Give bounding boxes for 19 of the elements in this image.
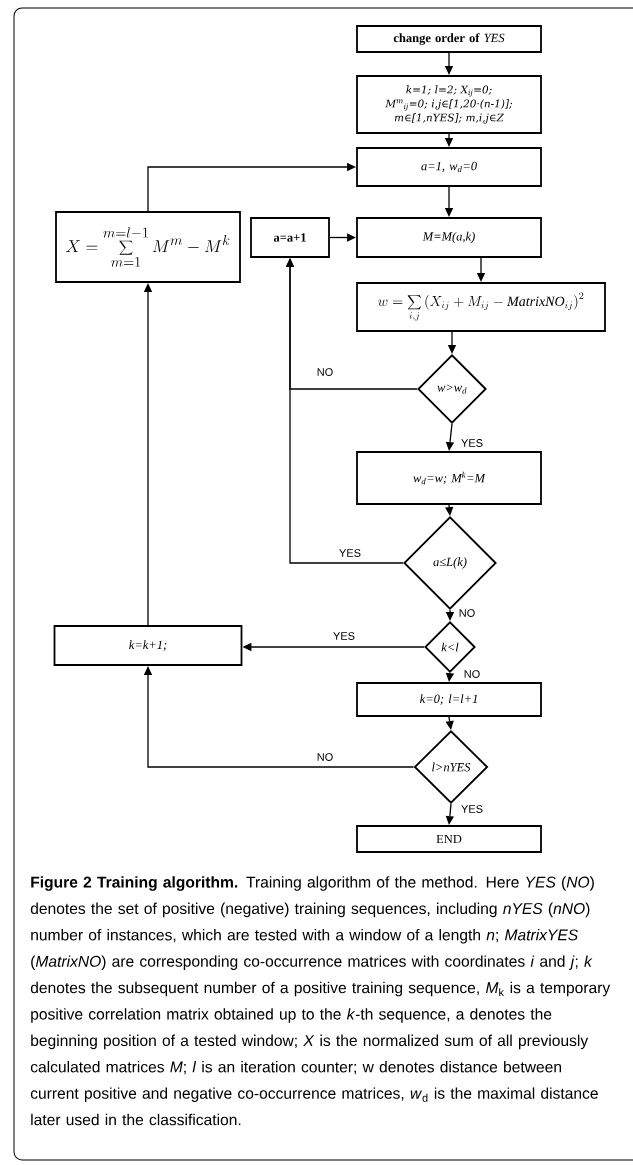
process-box: END [356,825,542,853]
formula-box: $w = \sum_{i,j} \left( X_{ij} + M_{ij} - \mathit{MatrixNO}_{ij} \right)^{2}$ [356,282,606,332]
process-box: k=1; l=2; X$_{ij}$=0; M$^{m}$$_{ij}$=0; i,j∈[1,20·(n-1)]; m∈[1,nYES]; m,i,j∈Z [356,75,542,134]
process-box: k=0; l=l+1 [356,682,542,717]
edge-label: YES [460,438,484,448]
edge-label: NO [315,367,335,377]
process-box: w$_{d}$=w; M$^{k}$=M [356,451,542,505]
process-box: change order of YES [356,25,542,53]
process-box: a=1, w$_{d}$=0 [356,147,542,187]
figure-caption: Figure 2 Training algorithm. Training algorithm of the method. Here YES (NO) denotes the set of positive (negative) training sequences, including nYES (nNO) number of instances, which are tested with a window of a length n; MatrixYES (MatrixNO) are corresponding co-occurrence matrices with coordinates i and j; k denotes the subsequent number of a positive training sequence, M$_{k}$ is a temporary positive correlation matrix obtained up to the k-th sequence, a denotes the beginning position of a tested window; X is the normalized sum of all previously calculated matrices M; l is an iteration counter; w denotes distance between current positive and negative co-occurrence matrices, w$_{d}$ is the maximal distance later used in the classification. [30,876,611,1126]
process-box: k=k+1; [53,625,243,666]
formula-box: $X = \sum_{m=1}^{m=l-1} M^{m} - M^{k}$ [55,211,241,283]
process-box: a=a+1 [250,217,330,258]
edge-label: NO [457,608,477,618]
edge-label: YES [460,804,484,814]
edge-label: YES [332,631,356,641]
edge-label: YES [338,548,362,558]
edge-label: NO [315,752,335,762]
process-box: M=M(a,k) [356,217,542,258]
